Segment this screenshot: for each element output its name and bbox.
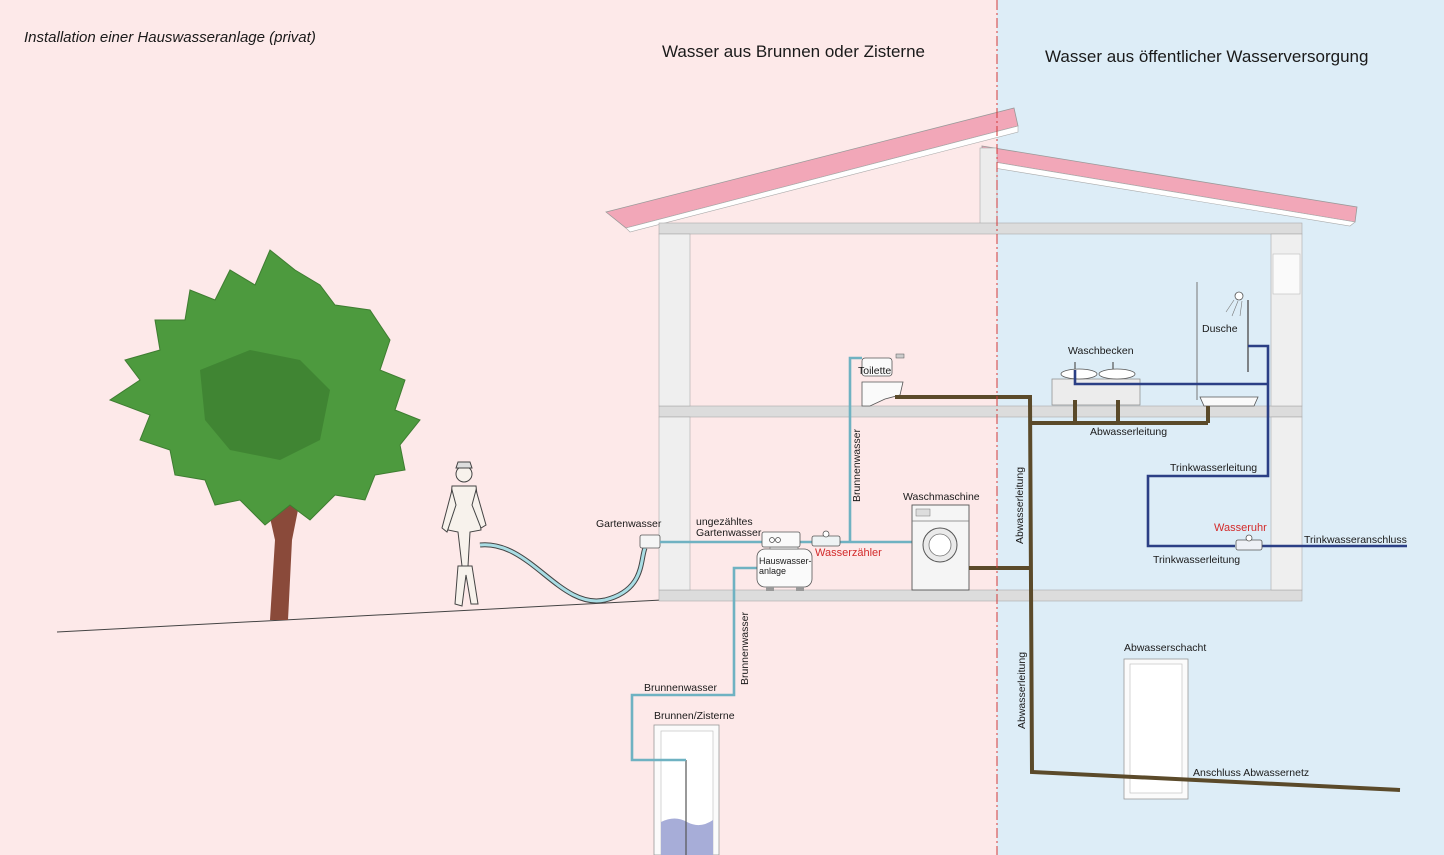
roof-left — [605, 107, 1019, 233]
label-wasseruhr: Wasseruhr — [1214, 522, 1267, 534]
label-ungezaehltes-2: Gartenwasser — [696, 527, 762, 539]
wasserzaehler-meter — [811, 530, 841, 547]
garden-hose — [479, 543, 647, 603]
caption: Installation einer Hauswasseranlage (pri… — [24, 29, 316, 46]
pump-unit — [761, 531, 801, 548]
abwasser-pipes — [895, 395, 1401, 792]
label-anschluss-abwassernetz: Anschluss Abwassernetz — [1193, 767, 1309, 779]
heading-left: Wasser aus Brunnen oder Zisterne — [662, 42, 925, 61]
label-gartenwasser: Gartenwasser — [596, 518, 662, 530]
house-structure — [658, 222, 1303, 602]
label-brunnen-zisterne: Brunnen/Zisterne — [654, 710, 735, 722]
ground-line — [56, 599, 663, 633]
toilet — [861, 353, 905, 407]
person-figure — [441, 461, 487, 607]
label-brunnenwasser-vertical-lower: Brunnenwasser — [739, 612, 751, 685]
label-abwasserschacht: Abwasserschacht — [1124, 642, 1206, 654]
label-abwasserleitung-vertical-upper: Abwasserleitung — [1014, 467, 1026, 544]
abwasserschacht — [1123, 658, 1189, 800]
garden-tap — [639, 534, 661, 549]
label-wasserzaehler: Wasserzähler — [815, 547, 882, 559]
label-brunnenwasser-vertical-upper: Brunnenwasser — [851, 429, 863, 502]
label-waschbecken: Waschbecken — [1068, 345, 1134, 357]
label-hauswasseranlage-2: anlage — [759, 566, 786, 576]
label-waschmaschine: Waschmaschine — [903, 491, 980, 503]
label-toilette: Toilette — [858, 365, 891, 377]
shower — [1196, 282, 1259, 407]
label-hauswasseranlage-1: Hauswasser- — [759, 556, 812, 566]
label-trinkwasserleitung-upper: Trinkwasserleitung — [1170, 462, 1257, 474]
heading-right: Wasser aus öffentlicher Wasserversorgung — [1045, 47, 1368, 66]
right-background — [997, 0, 1444, 855]
label-brunnenwasser-horizontal: Brunnenwasser — [644, 682, 717, 694]
gable-wall — [979, 147, 998, 225]
label-trinkwasseranschluss: Trinkwasseranschluss — [1304, 534, 1407, 546]
tree — [108, 249, 421, 620]
label-abwasserleitung-horizontal: Abwasserleitung — [1090, 426, 1167, 438]
label-ungezaehltes-1: ungezähltes — [696, 516, 753, 528]
label-dusche: Dusche — [1202, 323, 1238, 335]
wasseruhr-meter — [1235, 534, 1263, 551]
label-abwasserleitung-vertical-lower: Abwasserleitung — [1016, 652, 1028, 729]
washing-machine — [911, 504, 970, 591]
trinkwasser-pipes — [1073, 344, 1407, 548]
label-trinkwasserleitung-lower: Trinkwasserleitung — [1153, 554, 1240, 566]
